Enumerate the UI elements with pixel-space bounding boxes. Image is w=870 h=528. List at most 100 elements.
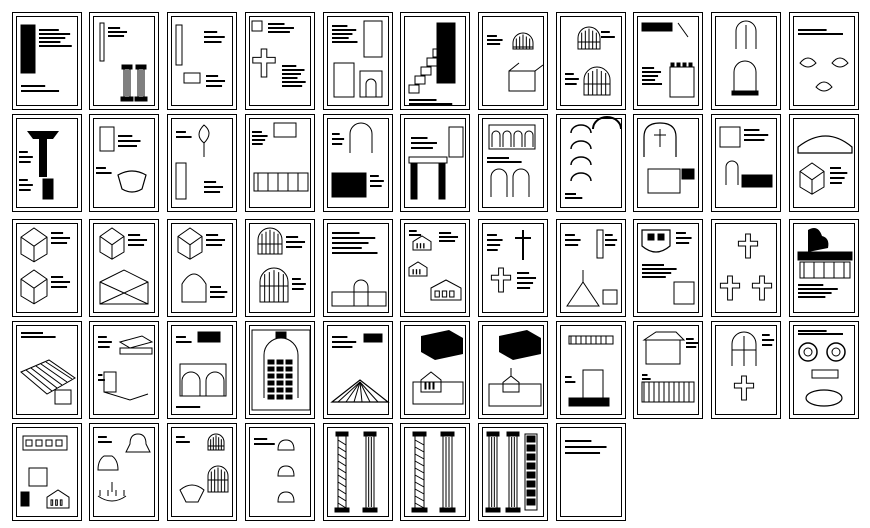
cad-drawing-pendant-lamps [254,438,295,503]
sheet-inner-border [482,223,544,313]
cad-drawing-balcony-railing [565,335,614,407]
drawing-sheet-church-plans [711,219,781,317]
cad-drawing-arched-window [731,20,759,96]
drawing-sheet-column-detail [167,12,237,110]
cad-drawing-cross-plan [251,20,306,87]
cad-drawing-twisted-columns [411,431,456,513]
sheet-inner-border [327,325,389,415]
drawing-sheet-tower-elevation [323,12,393,110]
cad-drawing-vault-cube [20,227,71,305]
cad-drawing-text-sheet [331,232,387,307]
sheet-inner-border [249,118,311,208]
cad-drawing-gothic-arch-altar [643,122,695,194]
cad-drawing-niche-balustrade [719,126,773,188]
sheet-inner-border [16,427,78,517]
drawing-sheet-column-panels [478,423,548,521]
drawing-sheet-text-notes [556,423,626,521]
drawing-sheet-cross-plan [245,12,315,110]
drawing-sheet-pergola-gate [400,114,470,212]
drawing-sheet-bell-chandelier [89,423,159,521]
cad-drawing-cornice-truss [330,333,390,403]
drawing-sheet-arched-window [711,12,781,110]
drawing-sheet-chapel-elevations [400,219,470,317]
sheet-inner-border [16,16,78,106]
drawing-sheet-dome-lantern [245,219,315,317]
drawing-sheet-cross-belfry [478,219,548,317]
drawing-sheet-pedestal-urn [89,114,159,212]
drawing-sheet-rosette-fountain [789,321,859,419]
drawing-sheet-balcony-railing [556,321,626,419]
sheet-inner-border [482,16,544,106]
sheet-inner-border [249,223,311,313]
sheet-inner-border [327,16,389,106]
sheet-inner-border [404,325,466,415]
sheet-inner-border [249,427,311,517]
cad-drawing-portal-arches [176,331,227,408]
cad-drawing-wall-moulding [252,122,309,192]
drawing-sheet-arcade-wall [12,12,82,110]
sheet-inner-border [560,223,622,313]
drawing-sheet-portal-arches [167,321,237,419]
cad-drawing-window-cross [731,331,775,401]
sheet-inner-border [171,427,233,517]
drawing-sheet-groin-vault [789,114,859,212]
drawing-sheet-dome-font [167,423,237,521]
drawing-sheet-dome-cupola [556,12,626,110]
cad-drawing-pedestal-urn [96,126,147,193]
sheet-inner-border [793,325,855,415]
cad-drawing-baluster-column [175,124,224,200]
drawing-sheet-pilaster-column [89,12,159,110]
cad-drawing-kiosk-railing [641,331,699,403]
sheet-inner-border [482,427,544,517]
sheet-inner-border [715,16,777,106]
sheet-inner-border [404,118,466,208]
sheet-inner-border [93,427,155,517]
cad-drawing-cross-vault [177,227,228,303]
drawing-sheet-ribbed-vault [89,219,159,317]
cad-drawing-pilaster-column [99,22,148,102]
drawing-sheet-ornate-portal [245,321,315,419]
cad-drawing-crown-mouldings [798,29,849,92]
drawing-sheet-roof-truss-plan [12,321,82,419]
cad-drawing-staircase-perspective [408,22,456,105]
cad-drawing-dome-lantern [257,227,306,303]
sheet-inner-border [637,118,699,208]
sheet-inner-border [715,118,777,208]
cad-drawing-dome-cupola [565,26,615,96]
cad-drawing-bracket-capital [19,131,59,200]
cad-drawing-chapel-elevations [408,230,462,301]
sheet-inner-border [171,223,233,313]
sheet-inner-border [93,118,155,208]
drawing-sheet-castle-tower [633,12,703,110]
cad-drawing-lantern-dome [487,32,544,92]
sheet-inner-border [171,118,233,208]
drawing-sheet-vault-cube [12,219,82,317]
cad-drawing-castle-tower [641,22,695,98]
cad-drawing-monument-frieze [797,228,853,298]
drawing-sheet-bracket-capital [12,114,82,212]
drawing-sheet-gothic-arch-altar [633,114,703,212]
drawing-sheet-wall-moulding [245,114,315,212]
drawing-sheet-baluster-column [167,114,237,212]
drawing-sheet-altar-pedestal [89,321,159,419]
cad-drawing-arcade-wall [20,24,72,92]
cad-drawing-column-panels [485,431,538,513]
drawing-sheet-spiral-columns [323,423,393,521]
sheet-inner-border [93,16,155,106]
cad-drawing-column-detail [175,24,226,87]
drawing-sheet-crown-mouldings [789,12,859,110]
sheet-inner-border [93,223,155,313]
cad-drawing-facade-interior [487,124,536,197]
cad-drawing-rosette-fountain [798,330,846,407]
sheet-inner-border [249,16,311,106]
cad-drawing-altar-pedestal [98,335,154,401]
sheet-inner-border [171,325,233,415]
drawing-sheet-lantern-dome [478,12,548,110]
sheet-inner-border [560,427,622,517]
sheet-inner-border [482,118,544,208]
sheet-inner-border [16,118,78,208]
sheet-inner-border [793,16,855,106]
sheet-inner-border [327,427,389,517]
sheet-inner-border [93,325,155,415]
